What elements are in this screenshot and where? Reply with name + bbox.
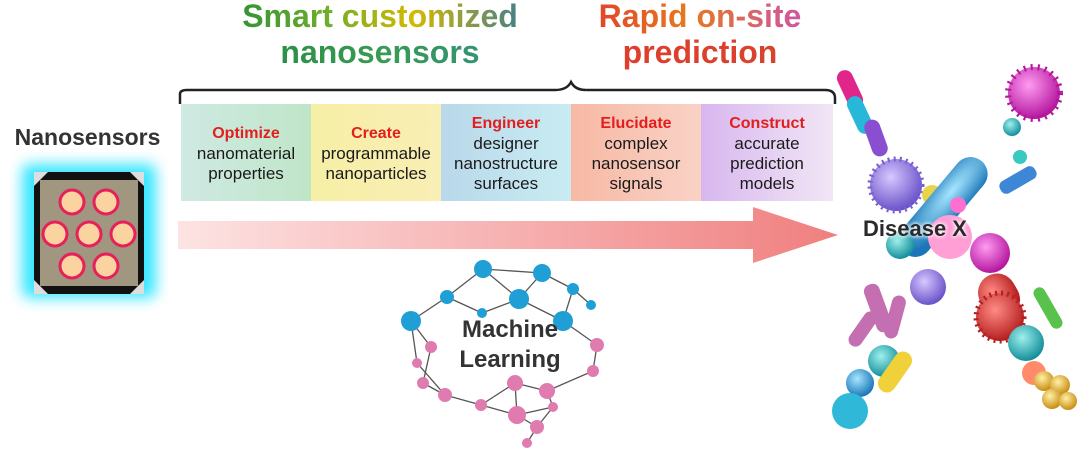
sensor-well xyxy=(109,220,137,248)
network-node xyxy=(567,283,579,295)
heading-right-line1: Rapid on-site xyxy=(580,0,820,34)
left-brace xyxy=(178,79,586,104)
network-node xyxy=(548,402,558,412)
heading-right-line2: prediction xyxy=(580,34,820,70)
step-box-engineer: Engineer designer nanostructure surfaces xyxy=(441,104,571,201)
network-node xyxy=(586,300,596,310)
sensor-well xyxy=(58,188,86,216)
network-node xyxy=(417,377,429,389)
right-brace xyxy=(569,81,837,104)
network-node xyxy=(401,311,421,331)
step-box-create: Create programmable nanoparticles xyxy=(311,104,441,201)
step-verb: Create xyxy=(351,124,401,142)
network-node xyxy=(477,308,487,318)
network-node xyxy=(475,399,487,411)
step-line: nanomaterial xyxy=(196,143,296,163)
network-node xyxy=(425,341,437,353)
network-node xyxy=(522,438,532,448)
network-node xyxy=(509,289,529,309)
step-line: surfaces xyxy=(473,173,539,193)
network-node xyxy=(553,311,573,331)
step-line: nanosensor xyxy=(591,153,681,173)
sensor-well xyxy=(75,220,103,248)
step-verb: Construct xyxy=(729,114,805,132)
step-line: nanoparticles xyxy=(325,163,427,183)
network-node xyxy=(412,358,422,368)
network-node xyxy=(590,338,604,352)
machine-learning-brain xyxy=(401,260,604,448)
step-line: prediction xyxy=(730,153,804,173)
heading-left-line1: Smart customized xyxy=(210,0,550,34)
brain-nodes-blue xyxy=(401,260,596,331)
step-line: accurate xyxy=(734,133,800,153)
machine-learning-label: Machine Learning xyxy=(445,315,575,375)
disease-x-label: Disease X xyxy=(863,216,967,241)
sensor-well xyxy=(92,252,120,280)
disease-x-illustration xyxy=(832,64,1077,429)
grouping-braces xyxy=(178,79,837,104)
step-line: signals xyxy=(609,173,663,193)
network-node xyxy=(533,264,551,282)
progress-arrow xyxy=(178,207,838,263)
sensor-well xyxy=(41,220,69,248)
heading-left-line2: nanosensors xyxy=(210,34,550,70)
nanosensor-chip xyxy=(22,164,156,298)
network-node xyxy=(539,383,555,399)
step-box-construct: Construct accurate prediction models xyxy=(701,104,833,201)
heading-rapid-onsite-prediction: Rapid on-site prediction xyxy=(580,0,820,70)
machine-learning-line2: Learning xyxy=(459,346,561,373)
nanosensors-label: Nanosensors xyxy=(14,124,161,150)
step-verb: Engineer xyxy=(471,114,541,132)
network-node xyxy=(507,375,523,391)
heading-smart-customized-nanosensors: Smart customized nanosensors xyxy=(210,0,550,70)
step-line: nanostructure xyxy=(454,153,558,173)
step-line: properties xyxy=(208,163,284,183)
network-node xyxy=(508,406,526,424)
step-line: designer xyxy=(473,133,539,153)
step-line: programmable xyxy=(321,143,431,163)
sensor-well xyxy=(58,252,86,280)
step-box-elucidate: Elucidate complex nanosensor signals xyxy=(571,104,701,201)
step-line: models xyxy=(739,173,795,193)
step-box-optimize: Optimize nanomaterial properties xyxy=(181,104,311,201)
step-verb: Optimize xyxy=(212,124,280,142)
machine-learning-line1: Machine xyxy=(461,316,559,343)
step-verb: Elucidate xyxy=(600,114,672,132)
sensor-well xyxy=(92,188,120,216)
sensor-array xyxy=(41,188,137,280)
network-node xyxy=(474,260,492,278)
network-node xyxy=(587,365,599,377)
network-node xyxy=(438,388,452,402)
brain-nodes-pink xyxy=(412,338,604,448)
network-node xyxy=(530,420,544,434)
arrow-shape xyxy=(178,207,838,263)
step-line: complex xyxy=(604,133,668,153)
network-node xyxy=(440,290,454,304)
